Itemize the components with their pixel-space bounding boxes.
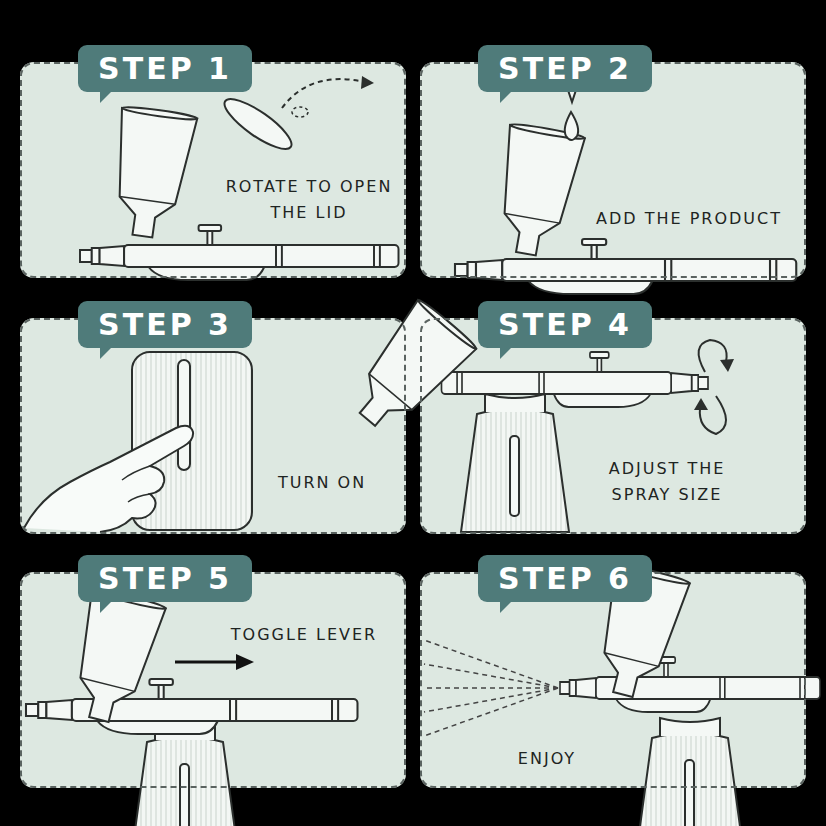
step-panel: TOGGLE LEVERSTEP 5 [20,572,406,788]
step-tab: STEP 1 [78,45,252,92]
step-panel: ADD THE PRODUCTSTEP 2 [420,62,806,278]
step-number: STEP 2 [498,51,632,86]
step-tab: STEP 4 [478,301,652,348]
step-panel: ADJUST THE SPRAY SIZESTEP 4 [420,318,806,534]
step-number: STEP 4 [498,307,632,342]
step-tab: STEP 2 [478,45,652,92]
step-panel: ROTATE TO OPEN THE LIDSTEP 1 [20,62,406,278]
instruction-text: ADD THE PRODUCT [584,206,794,232]
instruction-text: ENJOY [502,746,592,772]
instruction-text: ADJUST THE SPRAY SIZE [587,456,747,508]
instruction-text: TURN ON [267,470,377,496]
step-panel: ENJOYSTEP 6 [420,572,806,788]
step-number: STEP 5 [98,561,232,596]
step-panel: TURN ONSTEP 3 [20,318,406,534]
instruction-text: ROTATE TO OPEN THE LID [224,174,394,226]
step-number: STEP 6 [498,561,632,596]
step-number: STEP 1 [98,51,232,86]
step-tab: STEP 5 [78,555,252,602]
step-tab: STEP 3 [78,301,252,348]
instruction-text: TOGGLE LEVER [214,622,394,648]
step-tab: STEP 6 [478,555,652,602]
step-number: STEP 3 [98,307,232,342]
